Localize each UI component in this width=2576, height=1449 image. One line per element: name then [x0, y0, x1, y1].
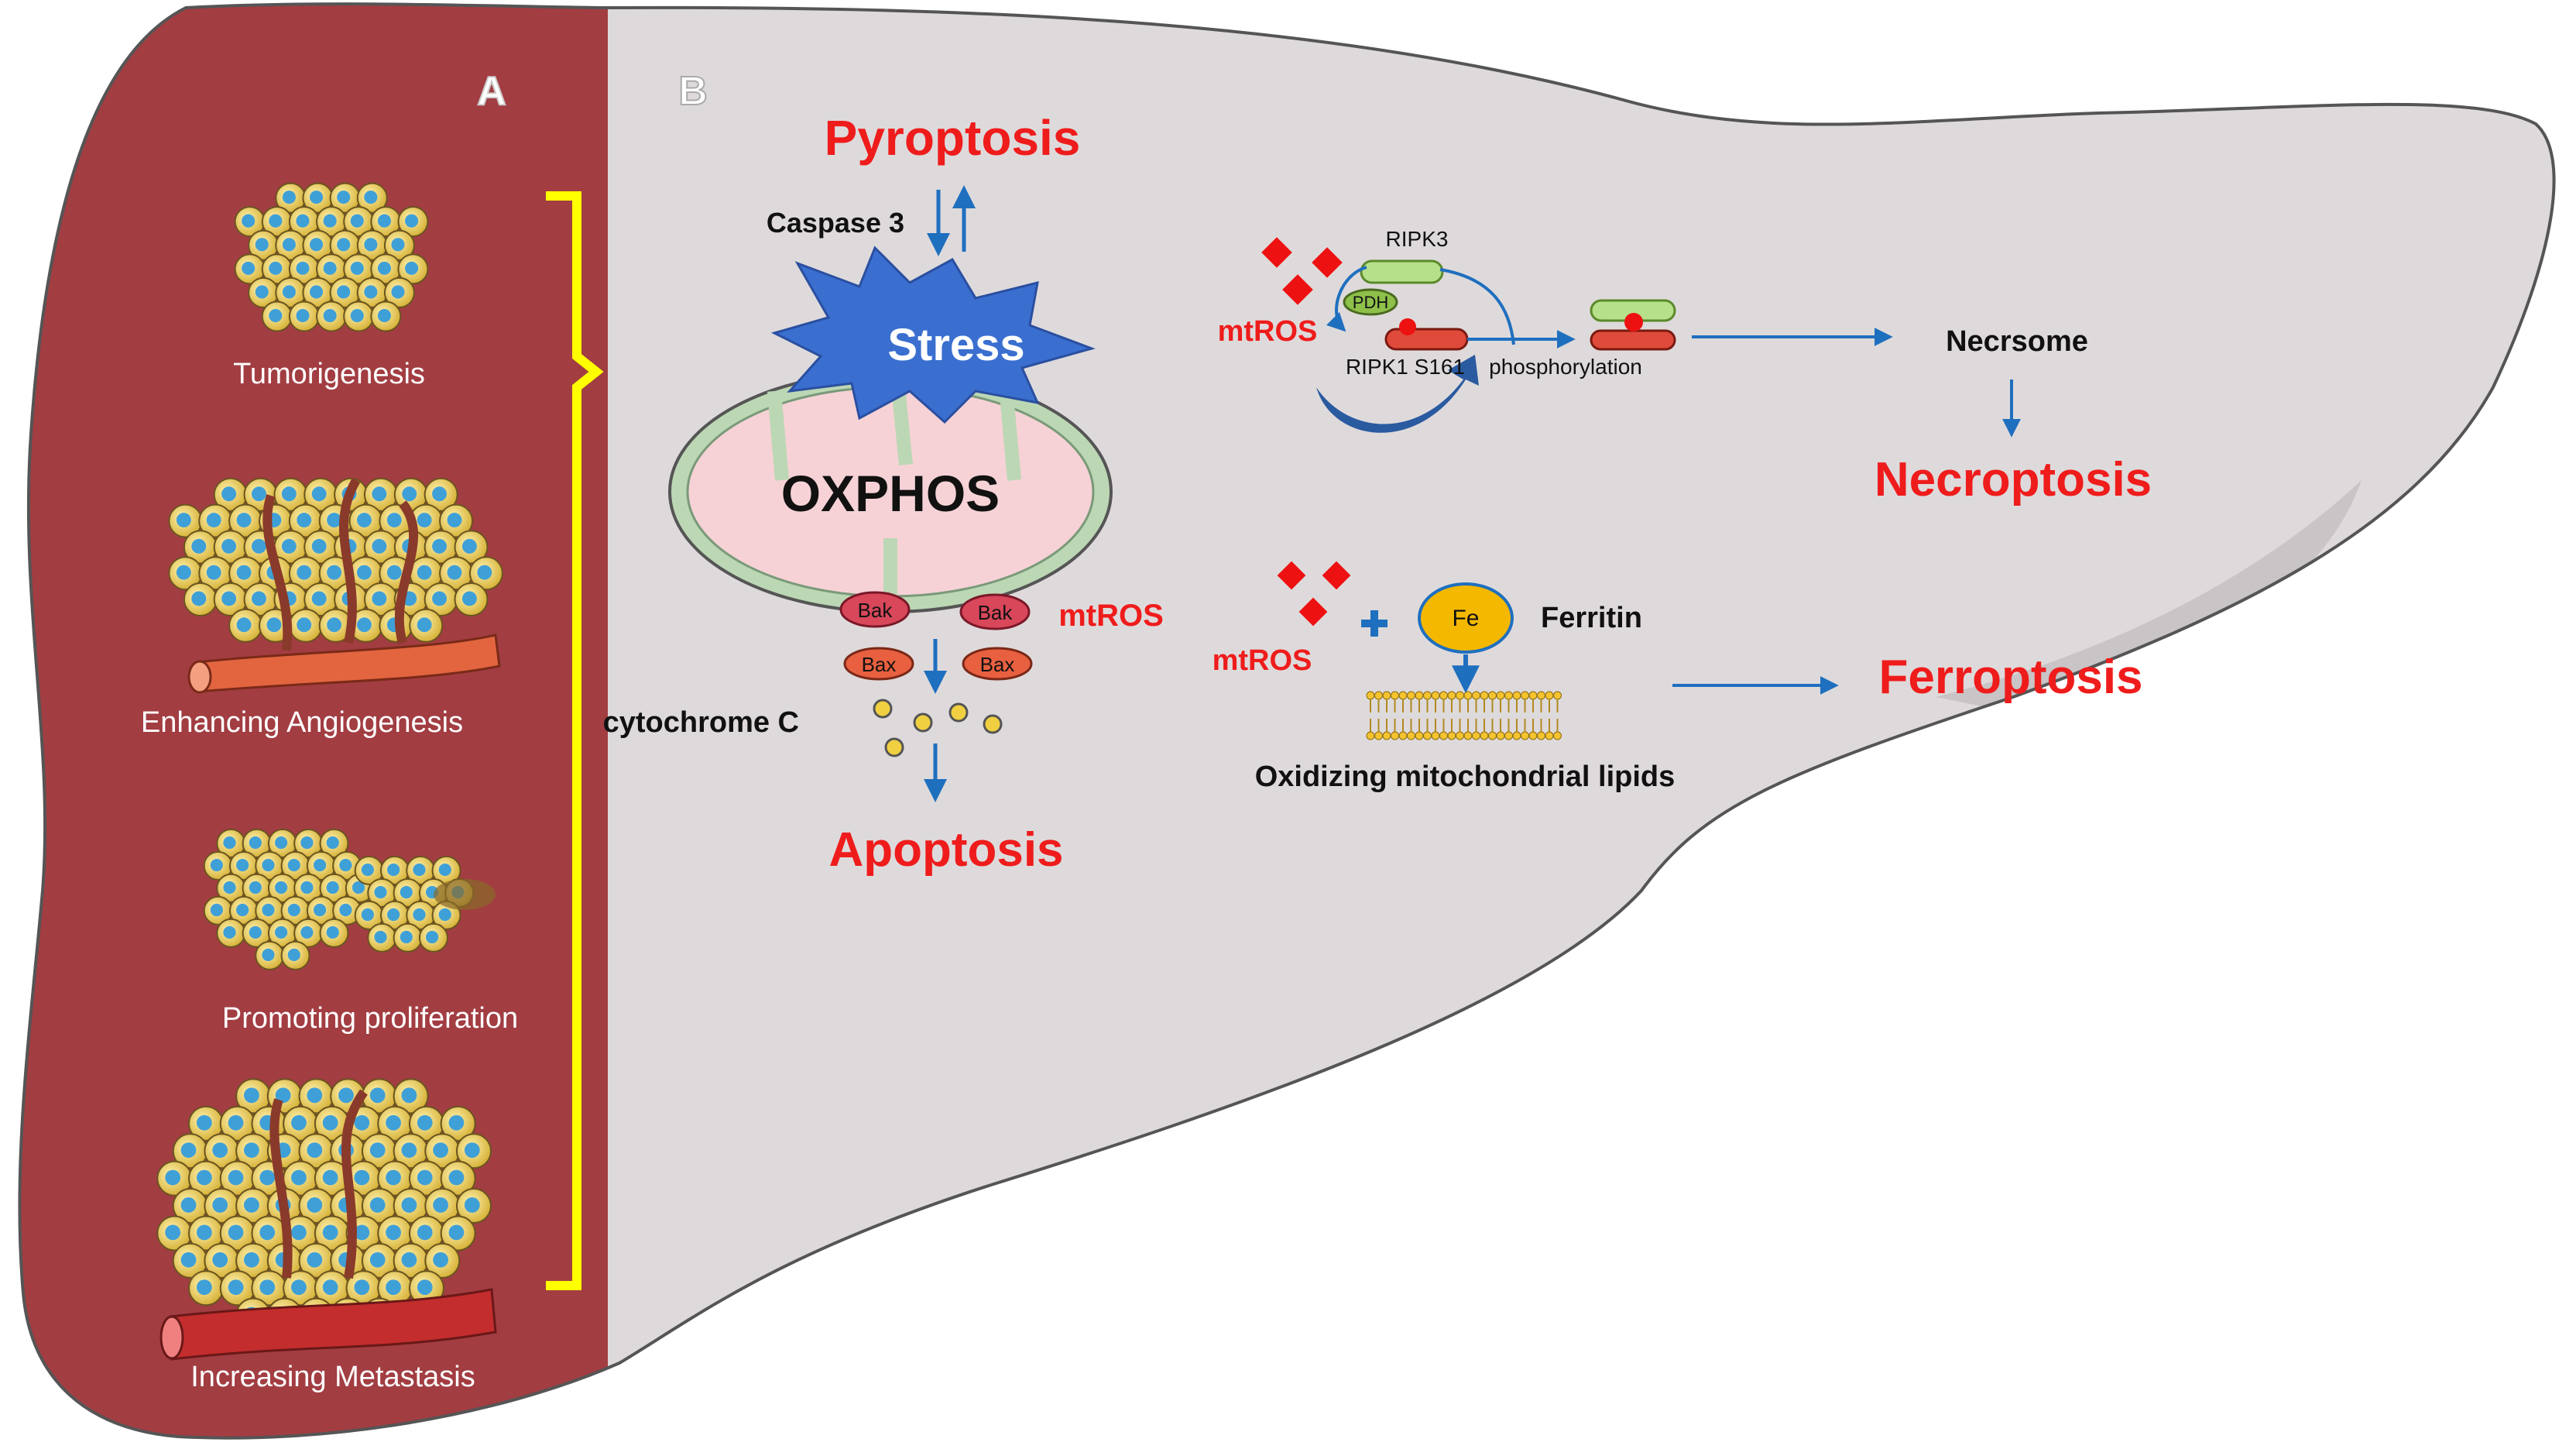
metastasis-icon — [156, 1078, 497, 1361]
necroptosis-label: Necroptosis — [1875, 453, 2152, 506]
pdh-protein: PDH — [1343, 288, 1398, 316]
svg-text:Fe: Fe — [1452, 606, 1479, 631]
ferroptosis-label: Ferroptosis — [1878, 651, 2142, 704]
bak-protein-1: Bak — [839, 591, 911, 628]
bak-protein-2: Bak — [959, 593, 1031, 630]
mtros-necro-label: mtROS — [1218, 315, 1318, 348]
necrosome-complex-icon — [1590, 299, 1676, 351]
panel-a: A Tumorigenesis Enhancing Angiogenesis P… — [141, 68, 604, 1393]
ferritin-label: Ferritin — [1541, 602, 1642, 634]
bax-protein-2: Bax — [962, 647, 1033, 681]
pyroptosis-label: Pyroptosis — [825, 110, 1081, 166]
angiogenesis-icon — [168, 477, 503, 694]
tumor-cluster-icon — [234, 182, 429, 332]
cytochrome-dots — [873, 699, 1003, 757]
ripk3-curve — [1439, 268, 1515, 345]
necrsome-label: Necrsome — [1946, 325, 2088, 358]
plus-icon — [1361, 610, 1387, 637]
panel-a-letter: A — [477, 69, 506, 114]
caspase3-label: Caspase 3 — [767, 207, 904, 239]
pdh-arrow — [1326, 266, 1367, 332]
oxphos-label: OXPHOS — [781, 465, 1000, 522]
lipids-label: Oxidizing mitochondrial lipids — [1255, 761, 1676, 793]
cytochrome-label: cytochrome C — [603, 706, 799, 739]
stress-starburst — [770, 246, 1096, 424]
mitochondrion-icon — [668, 370, 1113, 613]
stress-label: Stress — [887, 320, 1024, 370]
panel-b-letter: B — [678, 69, 708, 114]
mtros-ferro-label: mtROS — [1213, 644, 1312, 677]
svg-text:PDH: PDH — [1353, 293, 1388, 312]
ripk3-protein — [1360, 259, 1444, 284]
stage-label-proliferation: Promoting proliferation — [222, 1002, 518, 1035]
ripk1-label: RIPK1 S161 — [1346, 355, 1465, 379]
ripk1-phospho-dot — [1399, 318, 1416, 335]
svg-text:Bak: Bak — [978, 601, 1014, 624]
ripk1-protein — [1384, 328, 1469, 351]
mtros-apoptosis-label: mtROS — [1058, 599, 1164, 633]
proliferation-icon — [203, 828, 496, 970]
svg-text:Bax: Bax — [980, 653, 1015, 676]
mtros-ferro-diamonds — [1277, 561, 1351, 627]
cycle-arrow — [1316, 355, 1479, 433]
svg-text:Bak: Bak — [858, 599, 894, 622]
bax-protein-1: Bax — [843, 647, 914, 681]
lipid-bilayer-icon — [1366, 691, 1562, 740]
stage-label-angiogenesis: Enhancing Angiogenesis — [141, 706, 463, 739]
apoptosis-label: Apoptosis — [828, 823, 1063, 877]
stage-label-tumorigenesis: Tumorigenesis — [233, 358, 425, 390]
svg-text:Bax: Bax — [862, 653, 897, 676]
panel-b: B Pyroptosis Caspase 3 Stress OXPHOS Bak… — [603, 68, 2152, 877]
yellow-bracket — [546, 191, 604, 1290]
stage-label-metastasis: Increasing Metastasis — [190, 1361, 475, 1393]
ripk3-label: RIPK3 — [1386, 227, 1449, 251]
fe-circle-icon: Fe — [1418, 582, 1514, 654]
phosphorylation-label: phosphorylation — [1489, 355, 1642, 379]
